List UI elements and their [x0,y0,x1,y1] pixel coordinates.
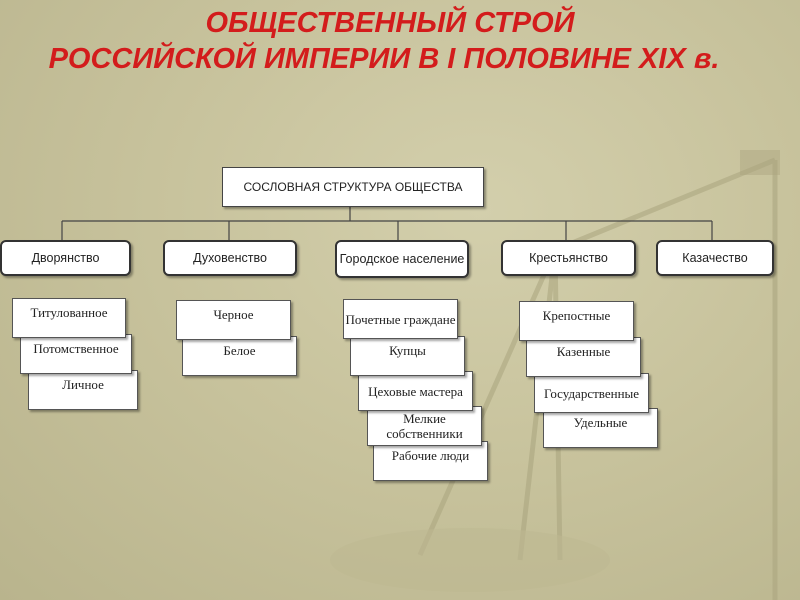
estate-label: Крестьянство [529,250,608,265]
subgroup-item: Почетные граждане [343,299,458,339]
estate-townspeople: Городское население [335,240,469,278]
subgroup-item: Белое [182,336,297,376]
subgroup-item: Крепостные [519,301,634,341]
subgroup-item: Личное [28,370,138,410]
estate-cossacks: Казачество [656,240,774,276]
subgroup-item: Черное [176,300,291,340]
page-title-line2: РОССИЙСКОЙ ИМПЕРИИ В I ПОЛОВИНЕ XIX в. [48,43,720,75]
estate-label: Дворянство [31,250,100,265]
estate-label: Казачество [682,250,748,265]
subgroup-item: Цеховые мастера [358,371,473,411]
subgroup-item: Потомственное [20,334,132,374]
subgroup-item: Казенные [526,337,641,377]
subgroup-item: Мелкие собственники [367,406,482,446]
subgroup-item: Рабочие люди [373,441,488,481]
root-box: СОСЛОВНАЯ СТРУКТУРА ОБЩЕСТВА [222,167,484,207]
estate-nobility: Дворянство [0,240,131,276]
subgroup-item: Удельные [543,408,658,448]
subgroup-item: Купцы [350,336,465,376]
root-label: СОСЛОВНАЯ СТРУКТУРА ОБЩЕСТВА [243,179,463,194]
page-title-line1: ОБЩЕСТВЕННЫЙ СТРОЙ [205,7,575,39]
subgroup-item: Титулованное [12,298,126,338]
estate-label: Духовенство [193,250,267,265]
subgroup-item: Государственные [534,373,649,413]
estate-label: Городское население [339,251,465,266]
estate-clergy: Духовенство [163,240,297,276]
estate-peasantry: Крестьянство [501,240,636,276]
